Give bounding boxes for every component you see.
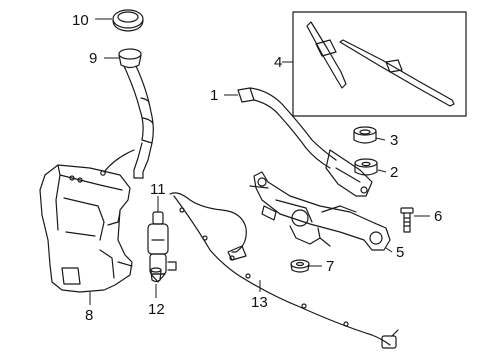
bolt	[400, 207, 414, 233]
callout-1: 1	[210, 87, 218, 104]
callout-2: 2	[390, 164, 398, 181]
wiper-arm	[237, 87, 373, 197]
callout-8: 8	[85, 307, 93, 324]
callout-9: 9	[89, 50, 97, 67]
callout-3: 3	[390, 132, 398, 149]
callout-11: 11	[150, 181, 166, 198]
leader-lines	[89, 18, 430, 305]
washer-reservoir	[39, 164, 133, 293]
callout-10: 10	[72, 12, 89, 29]
wiper-linkage	[249, 171, 391, 251]
pivot-nut	[354, 158, 378, 176]
callout-6: 6	[434, 208, 442, 225]
callout-7: 7	[326, 258, 334, 275]
washer-pump	[147, 211, 177, 283]
callout-4: 4	[274, 54, 282, 71]
washer-hose	[169, 192, 399, 349]
callout-5: 5	[396, 244, 404, 261]
nut-cap	[353, 126, 377, 144]
reservoir-cap	[112, 9, 144, 32]
wiper-blade-set	[292, 11, 467, 117]
filler-neck	[100, 48, 154, 179]
flange-nut	[290, 259, 310, 273]
callout-13: 13	[251, 294, 268, 311]
callout-12: 12	[148, 301, 165, 318]
grommet	[150, 267, 162, 283]
